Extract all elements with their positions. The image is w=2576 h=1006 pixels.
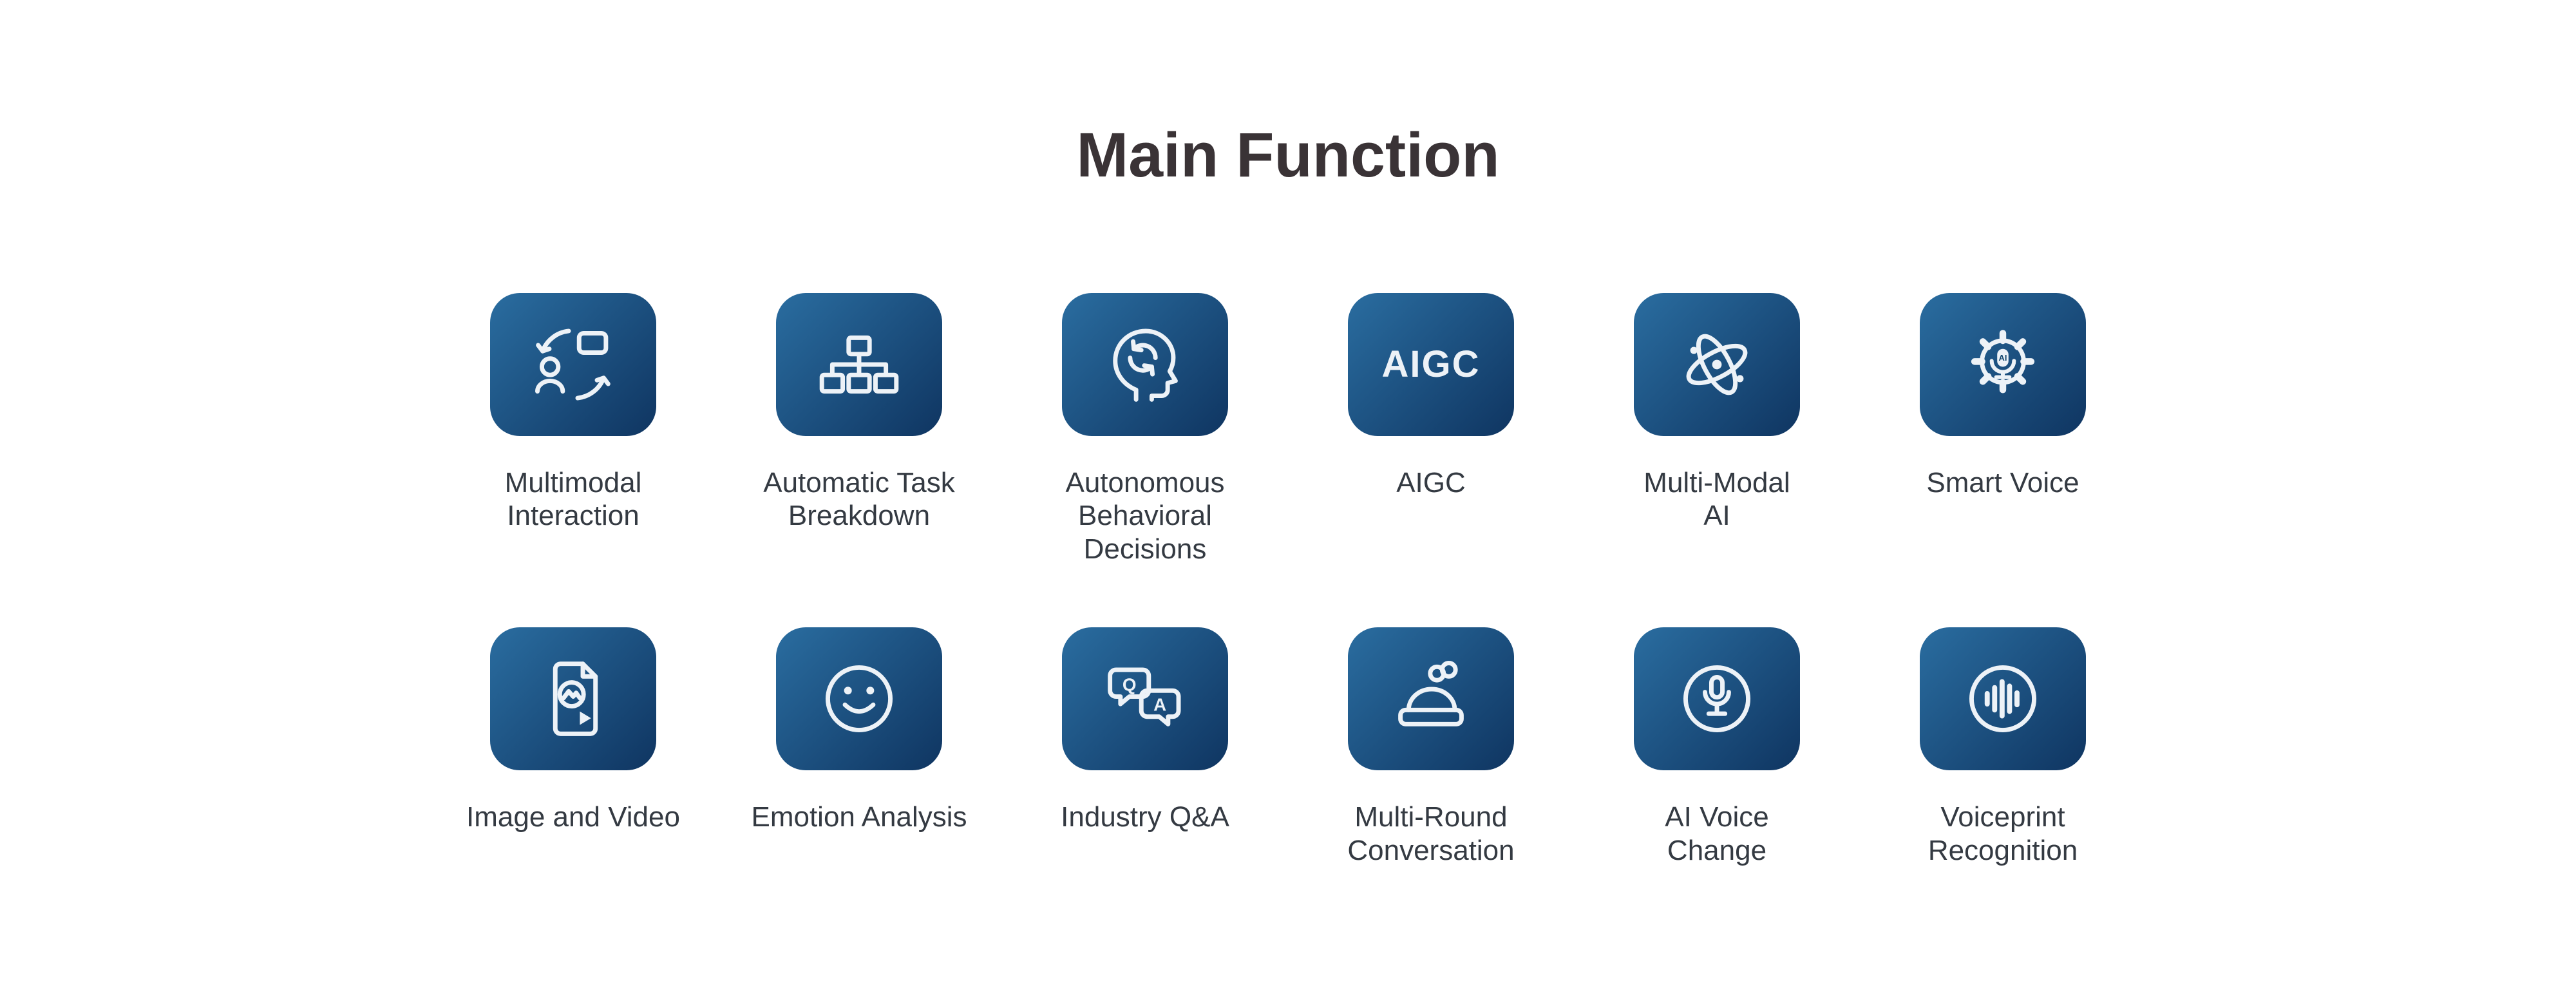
multi-modal-ai-icon [1686, 334, 1748, 395]
feature-aigc: AIGC AIGC [1288, 292, 1574, 567]
image-and-video-icon [553, 661, 598, 737]
feature-ai-voice-change: AI Voice Change [1574, 627, 1860, 868]
feature-voiceprint-recognition: Voiceprint Recognition [1860, 627, 2146, 868]
tile-label: Automatic Task Breakdown [763, 466, 955, 532]
industry-qa-icon: Q A [1108, 667, 1181, 727]
automatic-task-breakdown-icon [819, 335, 899, 394]
tile-label: Multimodal Interaction [504, 466, 642, 532]
page-title: Main Function [1076, 120, 1500, 190]
voiceprint-recognition-icon [1969, 665, 2037, 733]
tile-voiceprint-recognition [1920, 627, 2086, 771]
qa-q-text: Q [1122, 675, 1137, 695]
qa-a-text: A [1153, 695, 1166, 715]
ai-voice-change-icon [1683, 665, 1751, 733]
tile-label: Autonomous Behavioral Decisions [1065, 466, 1225, 565]
feature-emotion-analysis: Emotion Analysis [716, 627, 1002, 868]
feature-multi-modal-ai: Multi-Modal AI [1574, 292, 1860, 567]
feature-multimodal-interaction: Multimodal Interaction [430, 292, 716, 567]
tile-automatic-task-breakdown [776, 292, 942, 436]
tile-multi-modal-ai [1634, 292, 1800, 436]
tile-label: Emotion Analysis [751, 801, 967, 833]
autonomous-behavioral-decisions-icon [1113, 328, 1178, 402]
feature-industry-qa: Q A Industry Q&A [1002, 627, 1288, 868]
tile-label: Multi-Round Conversation [1347, 801, 1515, 867]
tile-ai-voice-change [1634, 627, 1800, 771]
tile-image-and-video [490, 627, 656, 771]
tile-aigc: AIGC [1348, 292, 1514, 436]
smart-voice-ai-text: AI [1999, 353, 2007, 363]
tile-emotion-analysis [776, 627, 942, 771]
tile-label: Multi-Modal AI [1643, 466, 1790, 532]
tile-autonomous-behavioral-decisions [1062, 292, 1228, 436]
multimodal-interaction-icon [535, 328, 611, 401]
feature-autonomous-behavioral-decisions: Autonomous Behavioral Decisions [1002, 292, 1288, 567]
smart-voice-icon: AI [1971, 329, 2035, 394]
multi-round-conversation-icon [1398, 661, 1464, 727]
tile-multimodal-interaction [490, 292, 656, 436]
feature-image-and-video: Image and Video [430, 627, 716, 868]
feature-automatic-task-breakdown: Automatic Task Breakdown [716, 292, 1002, 567]
tile-label: Voiceprint Recognition [1927, 801, 2078, 867]
tile-label: Image and Video [466, 801, 680, 833]
tile-multi-round-conversation [1348, 627, 1514, 771]
tile-industry-qa: Q A [1062, 627, 1228, 771]
feature-multi-round-conversation: Multi-Round Conversation [1288, 627, 1574, 868]
feature-row-1: Multimodal Interaction Automatic Task Br… [430, 292, 2146, 567]
feature-grid: Multimodal Interaction Automatic Task Br… [430, 292, 2146, 868]
tile-label: AI Voice Change [1665, 801, 1769, 867]
tile-label: Industry Q&A [1061, 801, 1229, 833]
tile-smart-voice: AI [1920, 292, 2086, 436]
feature-row-2: Image and Video Emotion Analysis [430, 627, 2146, 868]
tile-label: Smart Voice [1926, 466, 2079, 498]
emotion-analysis-icon [825, 665, 893, 733]
tile-label: AIGC [1396, 466, 1466, 498]
feature-smart-voice: AI Smart Voice [1860, 292, 2146, 567]
aigc-icon: AIGC [1381, 343, 1481, 386]
